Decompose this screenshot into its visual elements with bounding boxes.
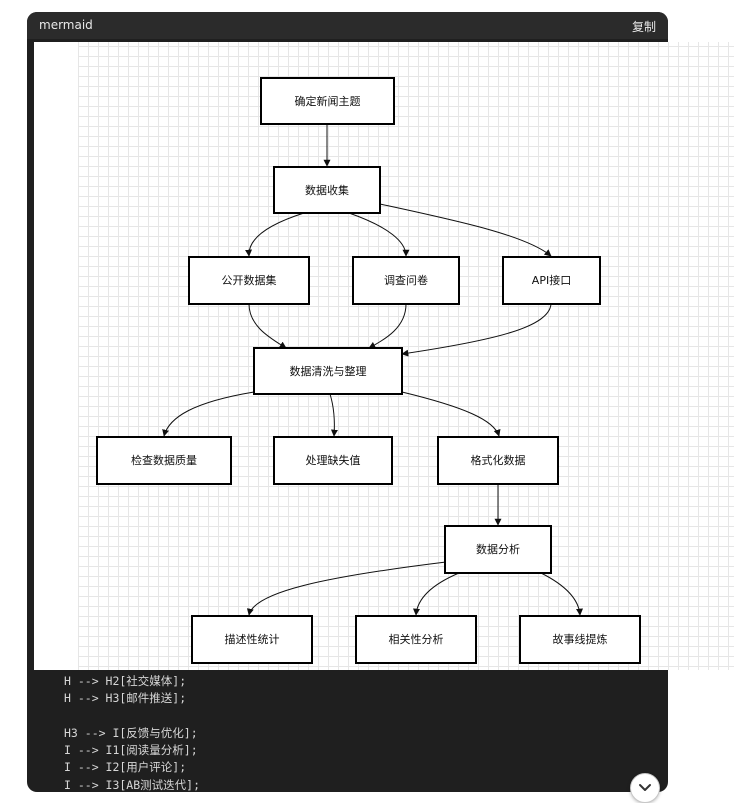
edge-b-c1 <box>245 212 305 257</box>
flowchart-node[interactable]: 相关性分析 <box>355 615 477 664</box>
edge-d-e3 <box>401 391 501 437</box>
flowchart-node[interactable]: 格式化数据 <box>437 436 559 485</box>
code-line: I --> I2[用户评论]; <box>64 760 187 775</box>
edge-f-g3 <box>540 572 584 616</box>
code-line <box>64 708 200 725</box>
node-label: 确定新闻主题 <box>295 94 361 108</box>
edge-b-c3 <box>379 203 552 257</box>
node-label: 格式化数据 <box>471 453 526 467</box>
flowchart-node[interactable]: 数据清洗与整理 <box>253 347 403 395</box>
node-label: 处理缺失值 <box>306 453 361 467</box>
flowchart: 确定新闻主题 数据收集 公开数据集 调查问卷 API接口 数据清洗与整理 检查数… <box>96 77 641 664</box>
edge-d-e1 <box>162 391 255 437</box>
scroll-down-button[interactable] <box>630 773 660 803</box>
code-line: H3 --> I[反馈与优化]; <box>64 725 198 740</box>
copy-button[interactable]: 复制 <box>631 20 656 34</box>
edge-c3-d <box>401 303 552 357</box>
node-label: 数据分析 <box>476 542 520 556</box>
code-lines: H --> H2[社交媒体]; H --> H3[邮件推送]; H3 --> I… <box>64 673 200 792</box>
code-language-label: mermaid <box>39 18 93 32</box>
flowchart-node[interactable]: 数据收集 <box>273 166 381 214</box>
node-label: 相关性分析 <box>389 632 444 646</box>
flowchart-node[interactable]: 检查数据质量 <box>96 436 232 485</box>
edge-d-e2 <box>329 393 338 437</box>
canvas-gutter <box>34 42 78 670</box>
node-label: 故事线提炼 <box>553 632 608 646</box>
code-line: H --> H2[社交媒体]; <box>64 674 187 688</box>
flowchart-node[interactable]: 调查问卷 <box>352 256 460 305</box>
edge-b-c2 <box>348 212 410 257</box>
edge-f-g1 <box>246 561 447 616</box>
code-block-header: mermaid 复制 <box>27 12 668 39</box>
code-line: H --> H3[邮件推送]; <box>64 691 187 706</box>
flowchart-node[interactable]: 公开数据集 <box>188 256 310 305</box>
node-label: API接口 <box>532 274 571 287</box>
flowchart-node[interactable]: 处理缺失值 <box>273 436 393 485</box>
node-label: 检查数据质量 <box>131 453 197 467</box>
edge-c2-d <box>368 303 407 349</box>
mermaid-diagram-canvas[interactable]: 确定新闻主题 数据收集 公开数据集 调查问卷 API接口 数据清洗与整理 检查数… <box>34 42 734 670</box>
chevron-down-icon <box>639 784 651 791</box>
edge-c1-d <box>248 303 287 349</box>
flowchart-node[interactable]: 故事线提炼 <box>519 615 641 664</box>
node-label: 公开数据集 <box>222 273 277 287</box>
code-line: I --> I1[阅读量分析]; <box>64 743 198 758</box>
flowchart-node[interactable]: 数据分析 <box>444 525 552 574</box>
flowchart-node[interactable]: 确定新闻主题 <box>260 77 395 125</box>
flowchart-node[interactable]: 描述性统计 <box>191 615 313 664</box>
code-line: I --> I3[AB测试迭代]; <box>64 777 201 792</box>
node-label: 调查问卷 <box>384 273 428 287</box>
flowchart-edges <box>162 124 584 616</box>
edge-f-g2 <box>412 572 460 616</box>
flowchart-node[interactable]: API接口 <box>502 256 601 305</box>
node-label: 数据清洗与整理 <box>290 364 367 378</box>
node-label: 数据收集 <box>305 183 349 197</box>
node-label: 描述性统计 <box>225 632 280 646</box>
